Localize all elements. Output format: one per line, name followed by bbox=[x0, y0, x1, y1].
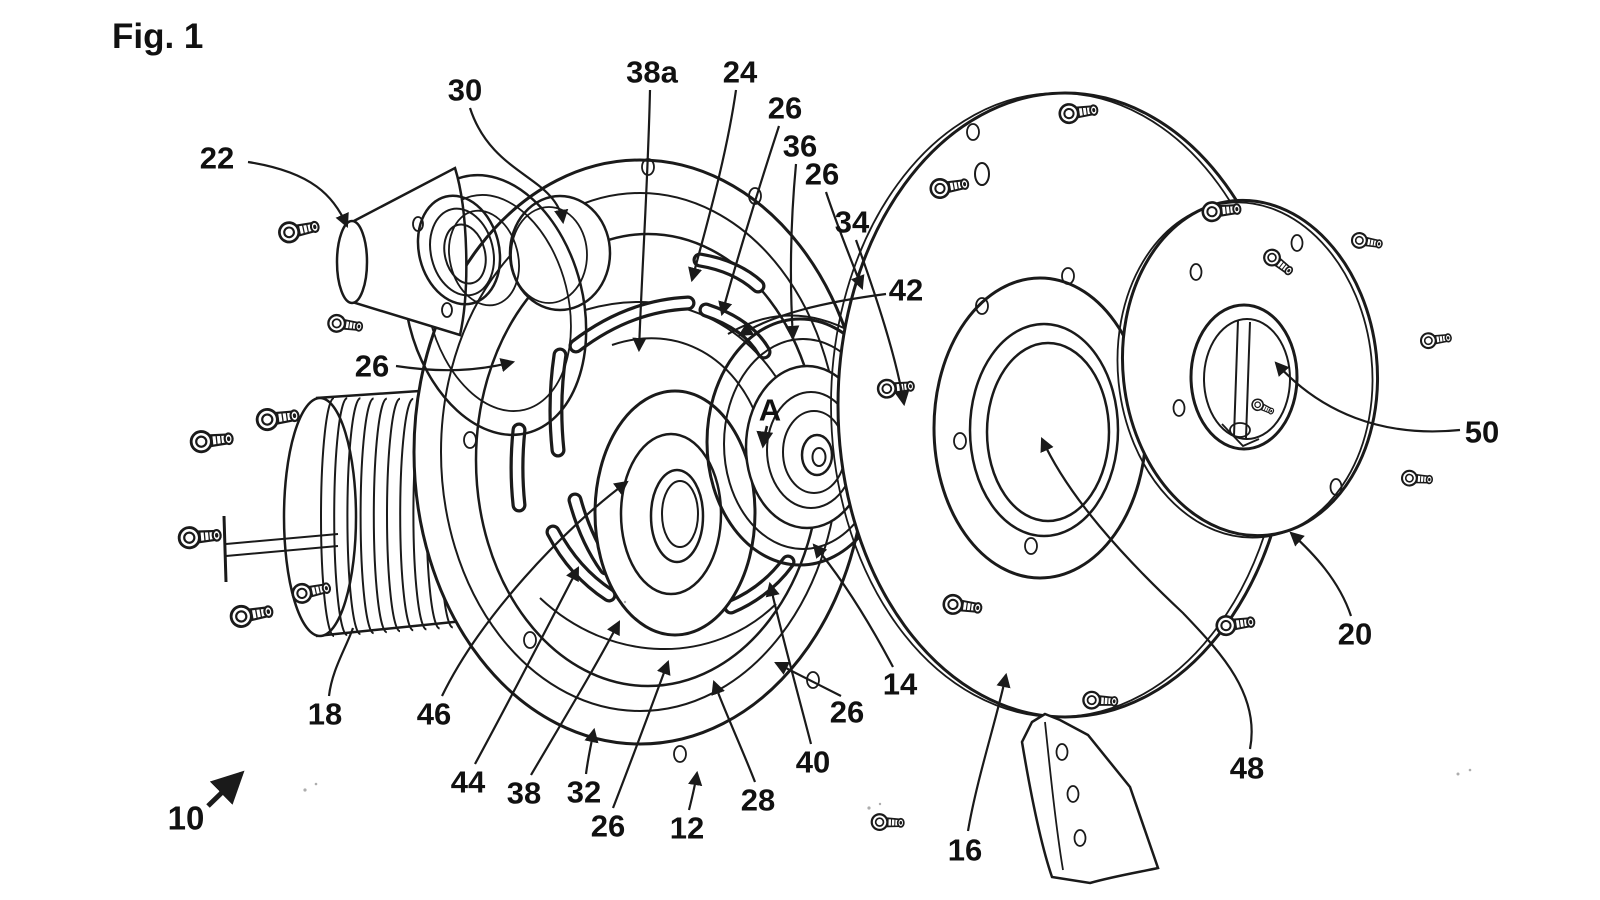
ref-label-22: 22 bbox=[200, 141, 234, 176]
leader-line-A bbox=[756, 425, 774, 449]
leader-line-26-4 bbox=[611, 659, 671, 809]
ref-label-38: 38 bbox=[507, 776, 541, 811]
leader-line-14 bbox=[812, 543, 894, 668]
leader-line-42 bbox=[738, 292, 887, 337]
leader-line-30 bbox=[468, 107, 569, 225]
screw bbox=[188, 426, 236, 455]
ref-label-38a: 38a bbox=[626, 55, 678, 90]
ref-label-26-5: 26 bbox=[830, 695, 864, 730]
ref-label-30: 30 bbox=[448, 73, 482, 108]
back-plate-holes bbox=[953, 123, 1075, 555]
ref-label-24: 24 bbox=[723, 55, 758, 90]
figure-title: Fig. 1 bbox=[112, 17, 203, 56]
ref-label-A: A bbox=[759, 393, 781, 428]
ref-label-10: 10 bbox=[168, 800, 205, 837]
ref-label-28: 28 bbox=[741, 783, 775, 818]
leader-line-36 bbox=[785, 163, 800, 341]
leader-line-22 bbox=[247, 160, 349, 228]
leader-line-44 bbox=[474, 566, 579, 765]
ref-label-18: 18 bbox=[308, 697, 342, 732]
screw bbox=[1400, 469, 1434, 489]
leader-line-20 bbox=[1289, 531, 1353, 617]
leader-line-16 bbox=[966, 672, 1011, 832]
screw bbox=[228, 599, 276, 630]
screw bbox=[254, 403, 302, 433]
leader-line-50 bbox=[1274, 361, 1461, 433]
ref-label-20: 20 bbox=[1338, 617, 1372, 652]
ref-label-40: 40 bbox=[796, 745, 830, 780]
cover-disc-holes bbox=[1172, 234, 1343, 496]
screw bbox=[870, 812, 906, 832]
scroll-wall-arc bbox=[539, 597, 777, 651]
ref-label-34: 34 bbox=[835, 205, 870, 240]
ref-label-26-4: 26 bbox=[591, 809, 625, 844]
leader-line-28 bbox=[711, 679, 757, 783]
ref-label-26-3: 26 bbox=[355, 349, 389, 384]
screw bbox=[326, 312, 365, 337]
leader-line-26-5 bbox=[774, 662, 842, 697]
ref-label-48: 48 bbox=[1230, 751, 1264, 786]
leader-line-46 bbox=[441, 480, 629, 697]
scroll-plate bbox=[412, 158, 868, 763]
ref-label-44: 44 bbox=[451, 765, 486, 800]
screw bbox=[276, 215, 322, 246]
ref-label-14: 14 bbox=[883, 667, 918, 702]
cover-disc-center-hole bbox=[1189, 303, 1299, 451]
leader-line-32 bbox=[584, 727, 599, 775]
ref-label-46: 46 bbox=[417, 697, 451, 732]
screw bbox=[1349, 230, 1385, 253]
ref-label-36: 36 bbox=[783, 129, 817, 164]
leader-line-26-2 bbox=[824, 191, 865, 291]
shaft-rod bbox=[222, 515, 339, 583]
ref-label-50: 50 bbox=[1465, 415, 1499, 450]
leader-line-26-1 bbox=[718, 125, 781, 317]
ref-label-16: 16 bbox=[948, 833, 982, 868]
leader-line-34 bbox=[854, 239, 910, 407]
leader-line-24 bbox=[688, 89, 738, 283]
seal-rings bbox=[416, 194, 520, 307]
screw bbox=[1419, 329, 1454, 351]
inlet-port-stub bbox=[335, 166, 588, 437]
leader-line-38 bbox=[530, 620, 620, 776]
leader-line-18 bbox=[327, 627, 355, 697]
leader-line-26-3 bbox=[395, 358, 516, 372]
ref-label-26-1: 26 bbox=[768, 91, 802, 126]
leader-line-48 bbox=[1040, 437, 1253, 750]
leader-line-38a bbox=[632, 89, 652, 353]
ref-label-42: 42 bbox=[889, 273, 923, 308]
specks bbox=[303, 600, 1472, 810]
mounting-bracket bbox=[1020, 712, 1160, 885]
ref-label-32: 32 bbox=[567, 775, 601, 810]
ref-label-26-2: 26 bbox=[805, 157, 839, 192]
leader-line-12 bbox=[687, 770, 703, 811]
ref-label-12: 12 bbox=[670, 811, 704, 846]
leader-line-10 bbox=[206, 770, 245, 808]
center-hub bbox=[593, 389, 757, 637]
screw bbox=[176, 523, 223, 551]
